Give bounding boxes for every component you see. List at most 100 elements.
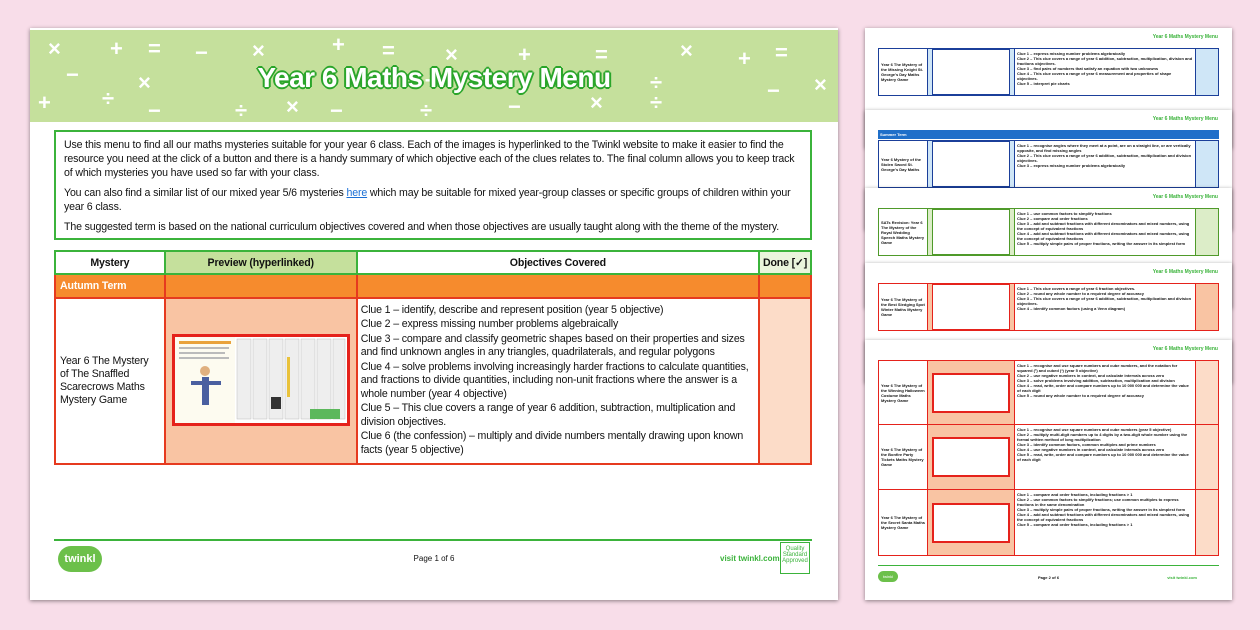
- clue-item: Clue 2 – This clue covers a range of yea…: [1017, 56, 1193, 66]
- page-header: Year 6 Maths Mystery Menu: [1152, 34, 1218, 40]
- clue-item: Clue 2 – This clue covers a range of yea…: [1017, 153, 1192, 163]
- math-symbol-decoration: ×: [48, 36, 61, 61]
- math-symbol-decoration: −: [148, 98, 161, 122]
- table-row: Year 6 The Mystery of the Best Sledging …: [878, 283, 1219, 331]
- math-symbol-decoration: =: [382, 38, 395, 63]
- clue-item: Clue 4 – This clue covers a range of yea…: [1017, 71, 1172, 81]
- footer-divider: [878, 565, 1219, 566]
- mystery-name: Year 6 The Mystery of the Secret Santa M…: [879, 490, 928, 555]
- scarecrow-preview-image: [174, 336, 345, 423]
- math-symbol-decoration: −: [508, 94, 521, 119]
- preview-thumbnail[interactable]: [932, 284, 1010, 330]
- clue-item: Clue 3 – find pairs of numbers that sati…: [1017, 66, 1159, 71]
- math-symbol-decoration: −: [66, 62, 79, 87]
- page-header: Year 6 Maths Mystery Menu: [1152, 346, 1218, 352]
- clue-item: Clue 5 – compare and order fractions, in…: [1017, 522, 1133, 527]
- visit-link[interactable]: visit twinkl.com: [1167, 575, 1197, 580]
- clue-item: Clue 5 – multiply simple pairs of proper…: [1017, 241, 1186, 246]
- math-symbol-decoration: +: [110, 36, 123, 61]
- intro-paragraph: The suggested term is based on the natio…: [64, 221, 779, 233]
- objectives-cell: Clue 1 – recognise and use square number…: [1015, 361, 1196, 424]
- mystery-name: Year 6 The Mystery of The Snaffled Scare…: [54, 297, 166, 465]
- table-row: Year 6 The Mystery of the Bonfire Party …: [878, 425, 1219, 490]
- math-symbol-decoration: +: [518, 42, 531, 67]
- title-banner: −÷×−÷−×÷−÷+×÷÷×−=+×=+×=+×−=+× Year 6 Mat…: [30, 30, 838, 122]
- mystery-name: Year 6 Mystery of the Stolen Sword St. G…: [879, 141, 928, 187]
- here-link[interactable]: here: [346, 187, 368, 199]
- clue-item: Clue 1 – This clue covers a range of yea…: [1017, 286, 1136, 291]
- math-symbol-decoration: ×: [814, 72, 827, 97]
- page-number: Page 2 of 6: [1037, 575, 1060, 580]
- intro-paragraph: Use this menu to find all our maths myst…: [64, 139, 795, 179]
- math-symbol-decoration: ÷: [235, 98, 248, 122]
- clue-item: Clue 5 – This clue covers a range of yea…: [360, 402, 736, 428]
- math-symbol-decoration: ×: [680, 38, 693, 63]
- done-checkbox-cell[interactable]: [758, 297, 812, 465]
- math-symbol-decoration: +: [38, 90, 51, 115]
- clue-item: Clue 5 – read, write, order and compare …: [1017, 452, 1189, 462]
- objectives-cell: Clue 1 – compare and order fractions, in…: [1015, 490, 1196, 555]
- footer-divider: [54, 539, 812, 541]
- preview-thumbnail[interactable]: [932, 49, 1010, 95]
- math-symbol-decoration: −: [767, 78, 780, 103]
- math-symbol-decoration: ÷: [650, 70, 663, 95]
- clue-item: Clue 2 – express missing number problems…: [360, 318, 619, 331]
- clue-item: Clue 2 – round any whole number to a req…: [1017, 291, 1144, 296]
- clue-item: Clue 2 – compare and order fractions: [1017, 216, 1088, 221]
- page-header: Year 6 Maths Mystery Menu: [1152, 269, 1218, 275]
- intro-paragraph: You can also find a similar list of our …: [64, 186, 802, 214]
- clue-item: Clue 2 – use common factors to simplify …: [1017, 497, 1179, 507]
- clue-item: Clue 1 – recognise and use square number…: [1017, 363, 1178, 373]
- objectives-cell: Clue 1 – express missing number problems…: [1015, 49, 1196, 95]
- preview-thumbnail[interactable]: [932, 437, 1010, 477]
- document-page-1: −÷×−÷−×÷−÷+×÷÷×−=+×=+×=+×−=+× Year 6 Mat…: [30, 28, 838, 600]
- math-symbol-decoration: +: [332, 32, 345, 57]
- visit-link[interactable]: visit twinkl.com: [720, 554, 780, 563]
- mystery-name: Year 6 The Mystery of the Missing Knight…: [879, 49, 928, 95]
- objectives-cell: Clue 1 – recognise and use square number…: [1015, 425, 1196, 489]
- term-label: Summer Term: [878, 130, 1219, 139]
- math-symbol-decoration: ×: [445, 42, 458, 67]
- clue-item: Clue 1 – identify, describe and represen…: [360, 303, 664, 316]
- header-preview: Preview (hyperlinked): [163, 250, 358, 275]
- clue-item: Clue 3 – solve problems involving additi…: [1017, 378, 1175, 383]
- table-row: Year 6 Mystery of the Stolen Sword St. G…: [878, 140, 1219, 188]
- objectives-cell: Clue 1 – recognise angles where they mee…: [1015, 141, 1196, 187]
- math-symbol-decoration: ÷: [425, 68, 438, 93]
- math-symbol-decoration: ×: [252, 38, 265, 63]
- math-symbol-decoration: +: [738, 46, 751, 71]
- document-page-preview[interactable]: Year 6 Maths Mystery Menu Year 6 The Mys…: [865, 340, 1232, 600]
- preview-thumbnail[interactable]: [932, 372, 1010, 413]
- math-symbol-decoration: =: [595, 42, 608, 67]
- clue-item: Clue 1 – use common factors to simplify …: [1017, 211, 1112, 216]
- twinkl-logo[interactable]: twinkl: [878, 571, 898, 582]
- objectives-cell: Clue 1 – use common factors to simplify …: [1015, 209, 1196, 255]
- clue-item: Clue 3 – compare and classify geometric …: [360, 332, 745, 359]
- clue-item: Clue 3 – add and subtract fractions with…: [1017, 221, 1190, 231]
- page-header: Year 6 Maths Mystery Menu: [1152, 194, 1218, 200]
- clue-item: Clue 5 – round any whole number to a req…: [1017, 393, 1144, 398]
- clue-item: Clue 3 – identify common factors, common…: [1017, 442, 1156, 447]
- mystery-name: Year 6 The Mystery of the Best Sledging …: [879, 284, 928, 330]
- clue-item: Clue 1 – express missing number problems…: [1017, 51, 1126, 56]
- math-symbol-decoration: =: [775, 40, 788, 65]
- quality-badge: Quality Standard Approved: [780, 542, 810, 574]
- twinkl-logo[interactable]: twinkl: [58, 546, 102, 572]
- preview-thumbnail-link[interactable]: [171, 333, 350, 426]
- preview-thumbnail[interactable]: [932, 141, 1010, 187]
- math-symbol-decoration: ×: [138, 70, 151, 95]
- clue-item: Clue 1 – compare and order fractions, in…: [1017, 492, 1133, 497]
- math-symbol-decoration: ×: [590, 90, 603, 115]
- math-symbol-decoration: ÷: [650, 90, 663, 115]
- table-row: Year 6 The Mystery of the Missing Knight…: [878, 48, 1219, 96]
- clue-item: Clue 6 (the confession) – multiply and d…: [360, 430, 744, 456]
- table-row: SATs Revision: Year 6 The Mystery of the…: [878, 208, 1219, 256]
- clue-item: Clue 3 – This clue covers a range of yea…: [1017, 296, 1192, 306]
- preview-thumbnail[interactable]: [932, 209, 1010, 255]
- mystery-table: Mystery Preview (hyperlinked) Objectives…: [54, 250, 812, 465]
- preview-thumbnail[interactable]: [932, 502, 1010, 543]
- objectives-cell: Clue 1 – identify, describe and represen…: [355, 297, 761, 465]
- header-mystery: Mystery: [54, 250, 166, 275]
- header-done: Done [✓]: [758, 250, 812, 275]
- header-objectives: Objectives Covered: [355, 250, 761, 275]
